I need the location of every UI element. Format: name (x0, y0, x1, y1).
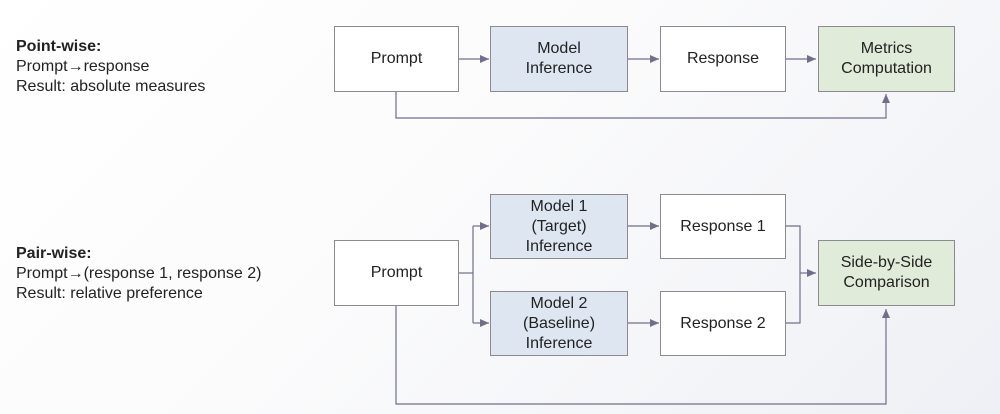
model2-baseline-inference-node: Model 2 (Baseline) Inference (490, 291, 628, 356)
pointwise-mapping: Prompt→response (16, 58, 150, 75)
response2-node: Response 2 (660, 291, 786, 356)
pointwise-response-node: Response (660, 26, 786, 92)
pointwise-result: Result: absolute measures (16, 78, 206, 95)
edge-prompt-to-comparison (395, 306, 890, 405)
edge-prompt-to-metrics (395, 92, 890, 119)
pointwise-prompt-node: Prompt (334, 26, 459, 92)
pairwise-result: Result: relative preference (16, 285, 203, 302)
side-by-side-comparison-node: Side-by-Side Comparison (818, 240, 955, 306)
pairwise-description: Pair-wise: Prompt→(response 1, response … (16, 244, 261, 304)
pairwise-mapping: Prompt→(response 1, response 2) (16, 265, 262, 282)
pointwise-description: Point-wise: Prompt→response Result: abso… (16, 37, 205, 97)
edge-response1-join (786, 225, 801, 324)
pairwise-title: Pair-wise: (16, 245, 92, 262)
pointwise-title: Point-wise: (16, 38, 102, 55)
model1-target-inference-node: Model 1 (Target) Inference (490, 194, 628, 259)
response1-node: Response 1 (660, 194, 786, 259)
pairwise-prompt-node: Prompt (334, 240, 459, 306)
pointwise-model-inference-node: Model Inference (490, 26, 628, 92)
metrics-computation-node: Metrics Computation (818, 26, 955, 92)
